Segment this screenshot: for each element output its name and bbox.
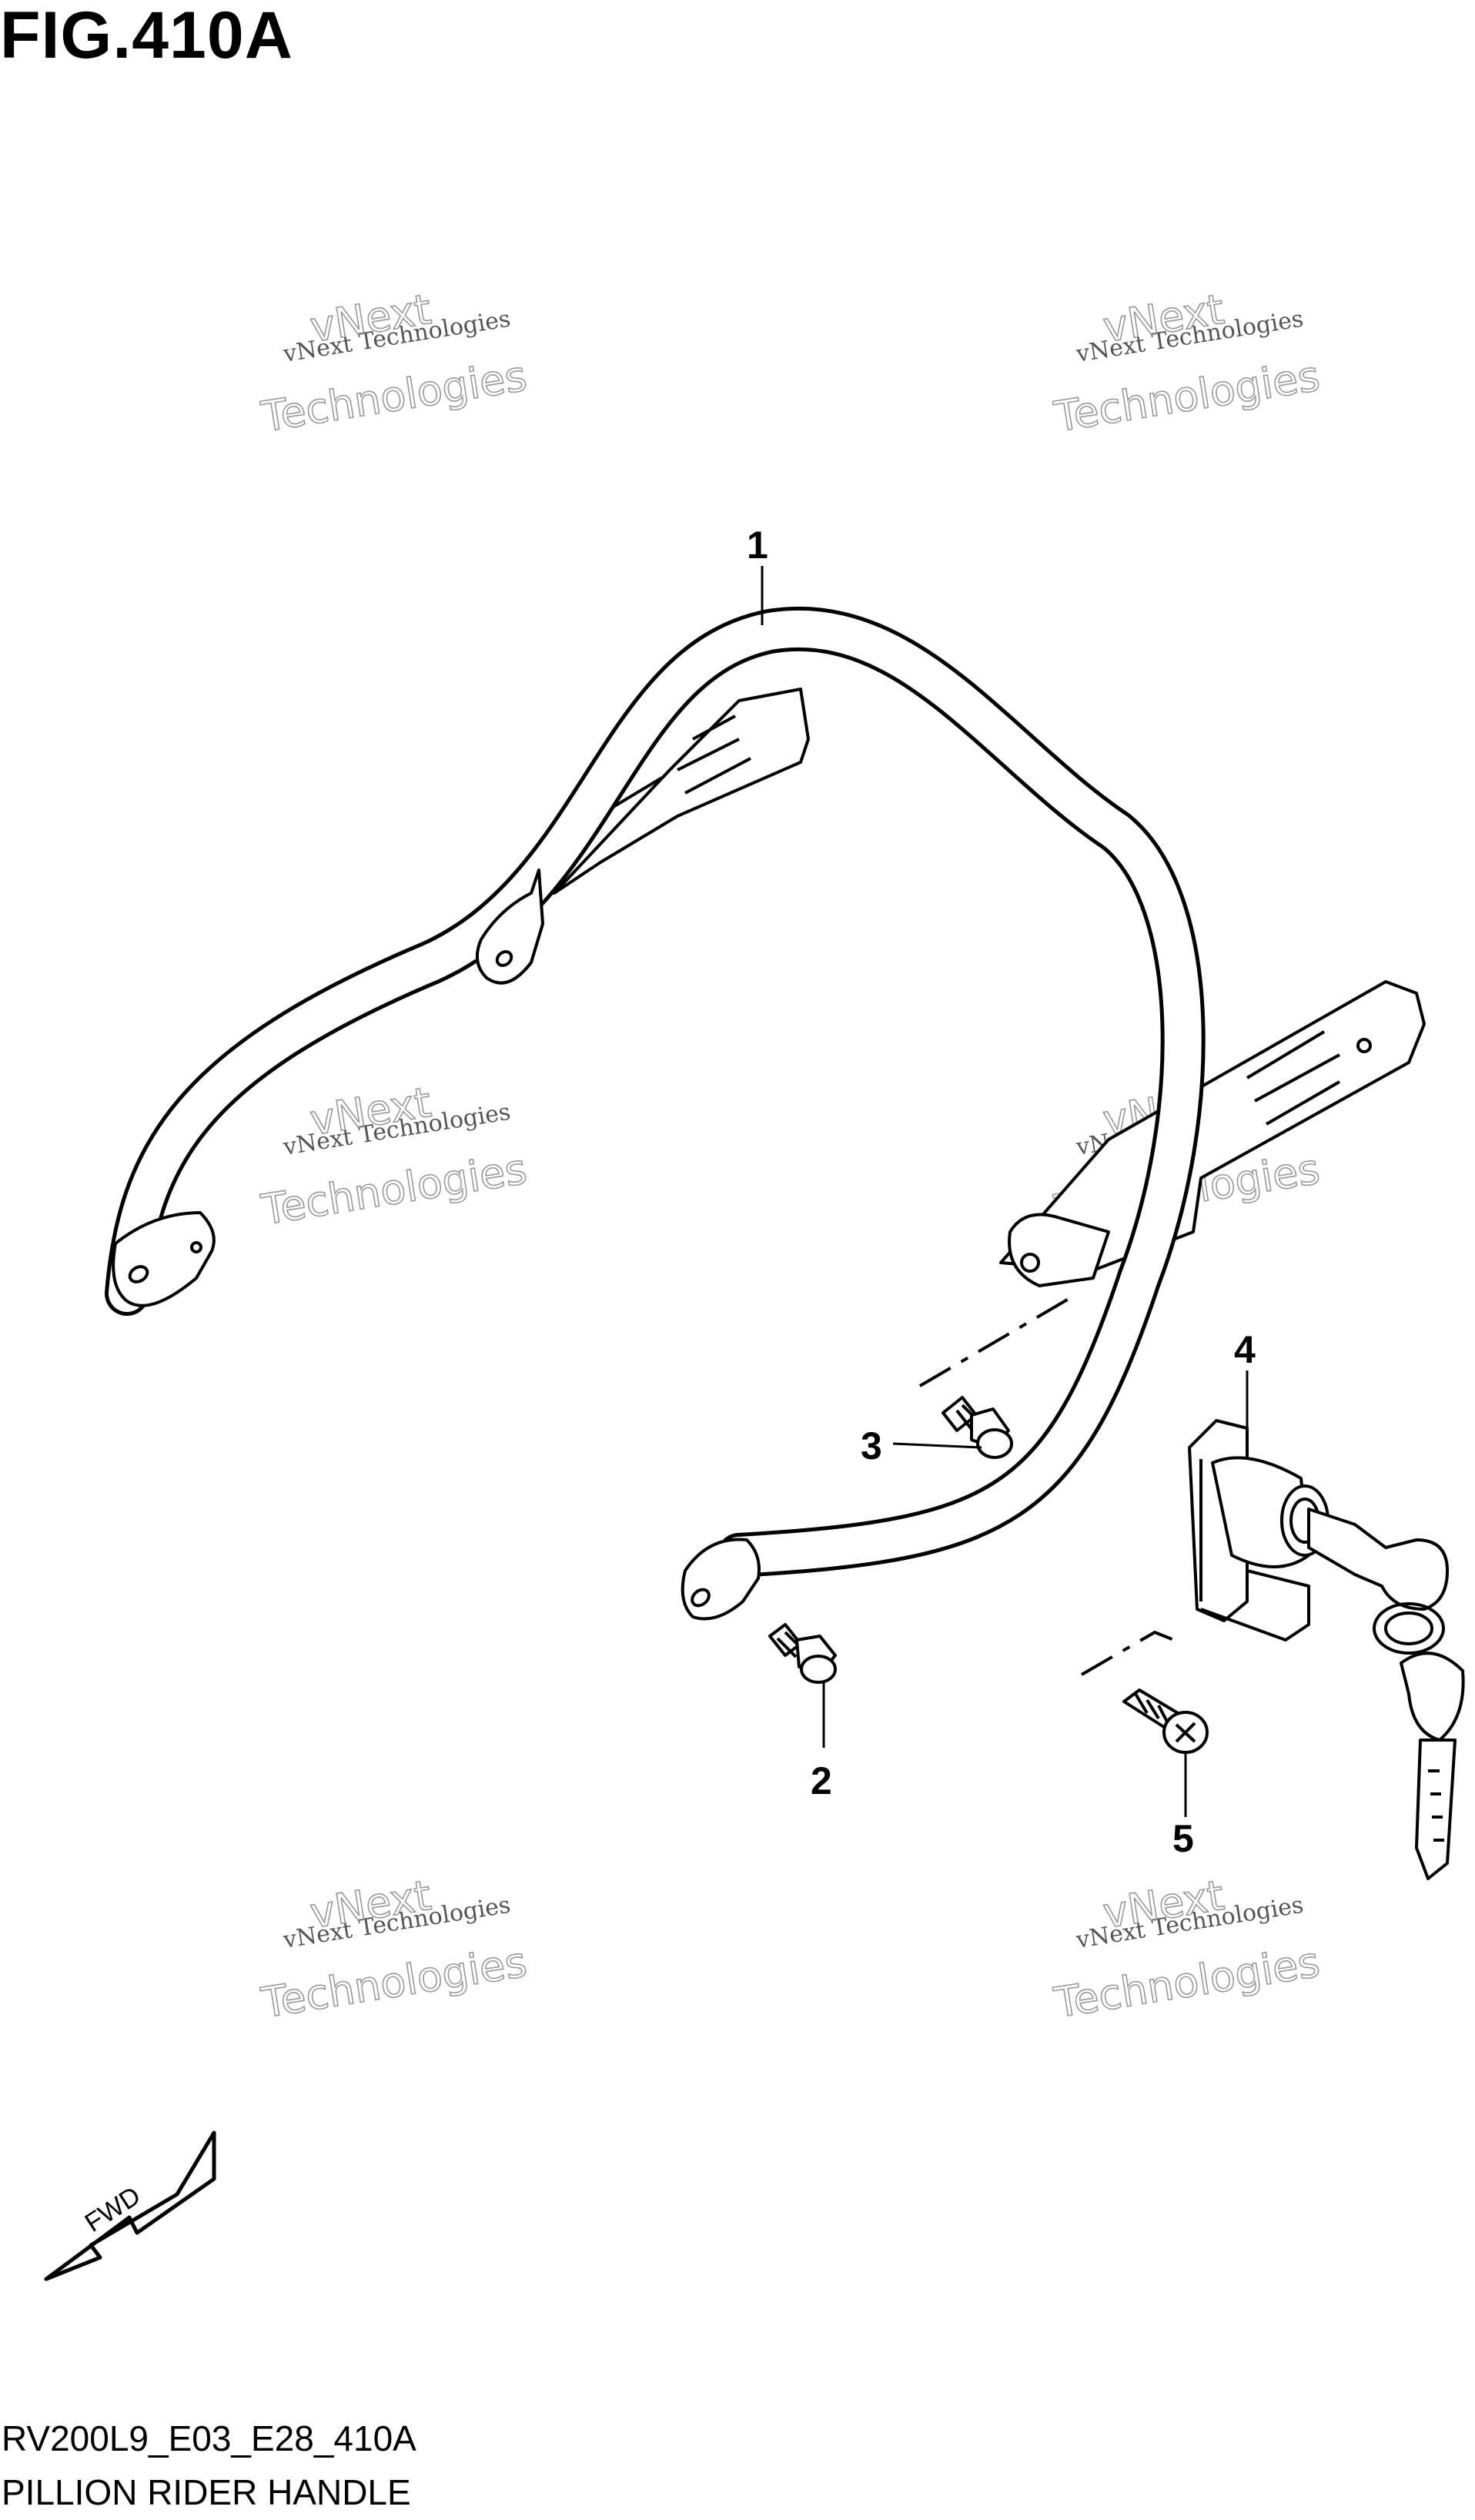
watermark-top-right: vNext Technologies vNext Technologies [1050,284,1323,442]
watermark-bottom-right: vNext Technologies vNext Technologies [1050,1870,1323,2028]
handle-mount-tab-left [112,1211,216,1307]
diagram-code: RV200L9_E03_E28_410A [2,2418,416,2458]
callout-1: 1 [747,524,768,567]
callout-3: 3 [861,1424,882,1467]
diagram-subtitle: PILLION RIDER HANDLE [2,2472,411,2512]
bolt-part-2 [768,1623,837,1684]
handle-mount-tab-middle [475,868,544,985]
lock-assembly-part-4 [1188,1419,1465,1880]
leader-line-3 [892,1442,982,1449]
watermark-mid-left: vNext Technologies vNext Technologies [257,1077,530,1235]
watermark-bottom-left: vNext Technologies vNext Technologies [257,1870,530,2028]
rear-bracket-lower [999,980,1426,1287]
handle-mount-tab-bottom [681,1538,761,1621]
figure-title: FIG.410A [0,0,293,72]
bolt-part-3 [918,1292,1079,1459]
pillion-rider-handle [105,606,1206,1578]
callout-5: 5 [1172,1817,1194,1860]
forward-direction-arrow-icon: FWD [44,2130,216,2281]
callout-4: 4 [1234,1328,1256,1371]
rear-bracket-upper [553,688,810,895]
callout-2: 2 [811,1759,832,1802]
screw-part-5 [1080,1631,1209,1754]
watermark-top-left: vNext Technologies vNext Technologies [257,284,530,442]
